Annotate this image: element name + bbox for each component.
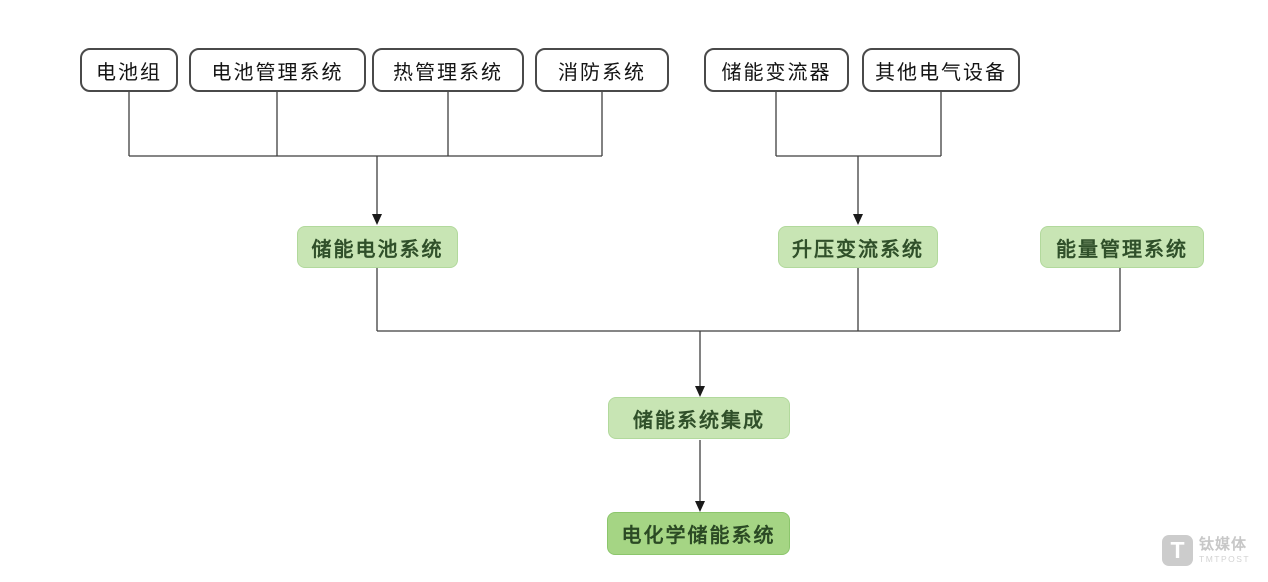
connector-paths [128,92,1121,502]
node-energy-management-system: 能量管理系统 [1040,226,1204,268]
arrowhead-electrochemical [695,501,705,512]
node-electrochemical-storage-system: 电化学储能系统 [607,512,790,555]
node-battery-management-system: 电池管理系统 [189,48,366,92]
node-battery-pack: 电池组 [80,48,178,92]
tmtpost-logo-text: 钛媒体 TMTPOST [1199,535,1250,564]
node-storage-converter: 储能变流器 [704,48,849,92]
node-other-electrical-equipment: 其他电气设备 [862,48,1020,92]
node-storage-system-integration: 储能系统集成 [608,397,790,439]
node-boost-converter-system: 升压变流系统 [778,226,938,268]
watermark-subtitle: TMTPOST [1199,553,1251,564]
arrowhead-battery-system [372,214,382,225]
node-thermal-management-system: 热管理系统 [372,48,524,92]
node-storage-battery-system: 储能电池系统 [297,226,458,268]
tmtpost-t-icon: T [1162,535,1193,566]
node-fire-protection-system: 消防系统 [535,48,669,92]
tmtpost-logo: T 钛媒体 TMTPOST [1162,535,1250,566]
arrowhead-boost-converter [853,214,863,225]
arrowhead-system-integration [695,386,705,397]
watermark-brand: 钛媒体 [1199,536,1248,553]
tmtpost-icon-letter: T [1170,537,1185,563]
